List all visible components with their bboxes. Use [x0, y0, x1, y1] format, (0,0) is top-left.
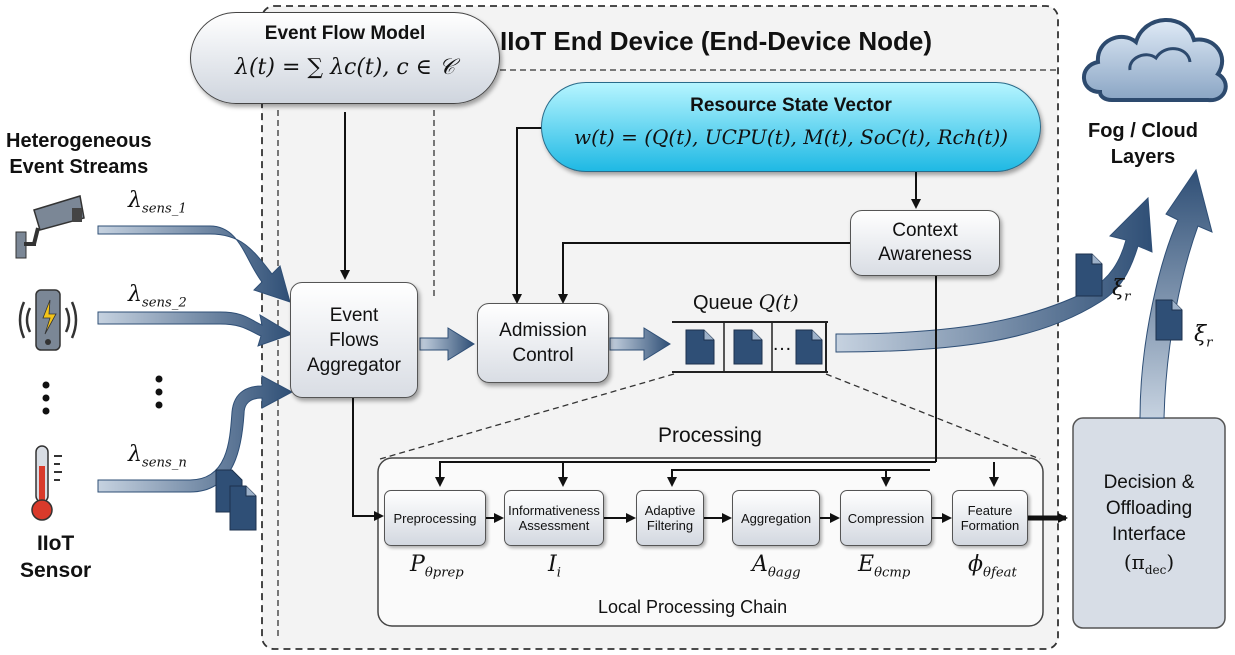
- streams-title: Heterogeneous Event Streams: [6, 130, 152, 178]
- document-icon: [1155, 299, 1183, 341]
- symbol-feature: ϕθfeat: [968, 552, 1017, 581]
- event-flow-model-box: Event Flow Model λ(t) = ∑ λc(t), c ∈ 𝒞: [190, 12, 500, 104]
- vibration-sensor-icon: [18, 289, 78, 351]
- stream-arrow-2: [97, 311, 294, 347]
- decision-label: Decision & Offloading Interface: [1103, 472, 1195, 545]
- device-title: IIoT End Device (End-Device Node): [500, 26, 932, 56]
- document-icon: [1075, 253, 1103, 297]
- queue-dots: …: [772, 333, 792, 355]
- step-preprocessing[interactable]: Preprocessing: [384, 490, 486, 546]
- admission-control[interactable]: Admission Control: [477, 303, 609, 383]
- flow-arrow-queue-fog: [835, 196, 1153, 353]
- step-adaptive-filtering[interactable]: Adaptive Filtering: [636, 490, 704, 546]
- sensor-title: IIoT Sensor: [20, 532, 92, 582]
- queue-buffer: [672, 321, 828, 373]
- xi-label-2: ξr: [1194, 322, 1213, 351]
- resource-state-title: Resource State Vector: [690, 95, 892, 116]
- document-icon: [685, 329, 715, 365]
- document-icon: [795, 329, 823, 365]
- queue-label: Queue Q(t): [693, 290, 799, 314]
- symbol-preprocessing: Pθprep: [410, 552, 464, 581]
- event-flow-model-title: Event Flow Model: [264, 23, 426, 44]
- lambda-sens-1: λsens_1: [128, 188, 187, 217]
- context-label: Context Awareness: [878, 220, 972, 265]
- chain-label: Local Processing Chain: [598, 597, 788, 617]
- step-informativeness[interactable]: Informativeness Assessment: [504, 490, 604, 546]
- flow-arrow-admission-queue: [609, 327, 671, 361]
- event-flows-aggregator[interactable]: Event Flows Aggregator: [290, 282, 418, 398]
- event-flow-model-formula: λ(t) = ∑ λc(t), c ∈ 𝒞: [235, 55, 455, 80]
- xi-label-1: ξr: [1112, 276, 1131, 305]
- aggregator-label: Event Flows Aggregator: [306, 304, 401, 376]
- admission-label: Admission Control: [499, 320, 587, 366]
- lambda-sens-2: λsens_2: [128, 282, 187, 311]
- flow-arrow-aggregator-admission: [419, 327, 475, 361]
- symbol-informativeness: Ii: [548, 552, 561, 581]
- camera-icon: [15, 195, 85, 259]
- document-icon: [733, 329, 763, 365]
- cloud-icon: [1082, 18, 1228, 103]
- document-stack-icon: [215, 469, 257, 531]
- flow-arrow-decision-cloud: [1139, 168, 1213, 419]
- resource-state-formula: w(t) = (Q(t), UCPU(t), M(t), SoC(t), Rch…: [573, 125, 1009, 149]
- context-awareness[interactable]: Context Awareness: [850, 210, 1000, 276]
- fog-cloud-label: Fog / Cloud Layers: [1088, 120, 1198, 168]
- resource-state-box: Resource State Vector w(t) = (Q(t), UCPU…: [541, 82, 1041, 172]
- symbol-aggregation: Aθagg: [752, 552, 801, 581]
- stream-arrow-1: [97, 225, 291, 303]
- thermometer-icon: [31, 445, 62, 521]
- decision-symbol: (πdec): [1123, 550, 1175, 577]
- lambda-sens-n: λsens_n: [128, 442, 187, 471]
- stream-arrow-n: [97, 375, 294, 493]
- step-aggregation[interactable]: Aggregation: [732, 490, 820, 546]
- processing-label: Processing: [658, 424, 762, 447]
- step-compression[interactable]: Compression: [840, 490, 932, 546]
- step-feature-formation[interactable]: Feature Formation: [952, 490, 1028, 546]
- vertical-ellipsis-icon: [155, 375, 163, 409]
- symbol-compression: Eθcmp: [858, 552, 911, 581]
- connectors: [340, 112, 999, 523]
- vertical-ellipsis-icon: [42, 381, 50, 415]
